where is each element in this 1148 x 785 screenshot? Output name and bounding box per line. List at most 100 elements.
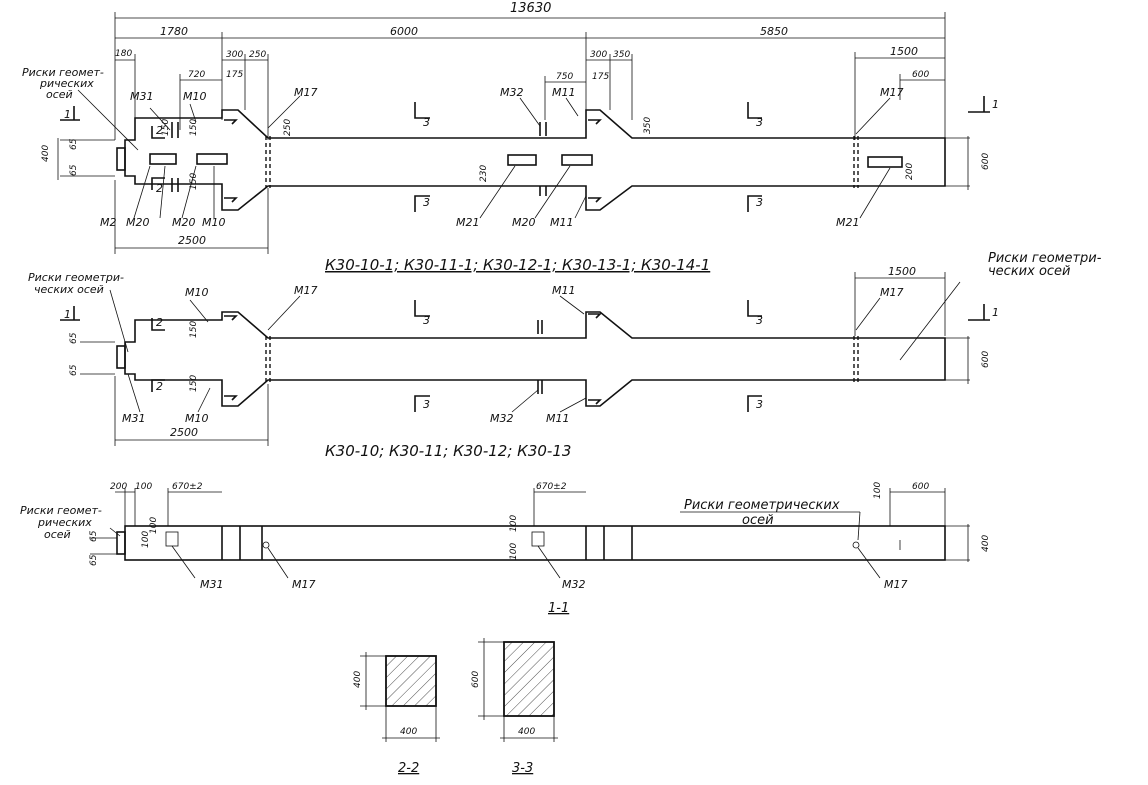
el-d65a: 65 bbox=[89, 530, 99, 542]
dim-300a: 300 bbox=[226, 50, 243, 60]
p1-M20a: М20 bbox=[126, 216, 150, 229]
s22-h: 400 bbox=[353, 671, 363, 688]
p2-caption: К30-10; К30-11; К30-12; К30-13 bbox=[325, 442, 571, 460]
plan1-beam-outline bbox=[57, 89, 990, 254]
el-d400: 400 bbox=[981, 535, 991, 552]
section-3-3 bbox=[478, 638, 558, 742]
p1-sec3-b: 3 bbox=[423, 196, 430, 209]
el-d200: 200 bbox=[110, 482, 127, 492]
p1-d65b: 65 bbox=[69, 164, 79, 176]
p1-d150c: 150 bbox=[189, 173, 199, 190]
el-d600: 600 bbox=[912, 482, 929, 492]
dim-250: 250 bbox=[249, 50, 266, 60]
p1-sec1-left: 1 bbox=[64, 108, 71, 121]
p1-d2500: 2500 bbox=[178, 234, 206, 247]
p2-riski-1: Риски геометри- bbox=[28, 271, 124, 284]
el-riski-r1: Риски геометрических bbox=[684, 498, 840, 513]
p2-M10b: М10 bbox=[185, 412, 209, 425]
dim-total: 13630 bbox=[510, 1, 551, 16]
p2-riski-2: ческих осей bbox=[34, 283, 104, 296]
p1-d230: 230 bbox=[479, 165, 489, 182]
p2-sec1-left: 1 bbox=[64, 308, 71, 321]
p2-sec3-c: 3 bbox=[756, 314, 763, 327]
p2-sec3-a: 3 bbox=[423, 314, 430, 327]
p1-M10a: М10 bbox=[183, 90, 207, 103]
el-riski-3: осей bbox=[44, 528, 71, 541]
p1-riski-2: рических bbox=[39, 77, 94, 90]
p1-M31: М31 bbox=[130, 90, 154, 103]
el-d100r: 100 bbox=[873, 482, 883, 499]
s33-w: 400 bbox=[518, 727, 535, 737]
s33-h: 600 bbox=[471, 671, 481, 688]
el-caption: 1-1 bbox=[548, 601, 569, 616]
p2-M32: М32 bbox=[490, 412, 514, 425]
el-d100: 100 bbox=[135, 482, 152, 492]
p1-d350: 350 bbox=[643, 117, 653, 134]
p1-M2: М2 bbox=[100, 216, 117, 229]
p2-d600: 600 bbox=[981, 351, 991, 368]
s33-caption: 3-3 bbox=[512, 761, 533, 776]
p2-M10a: М10 bbox=[185, 286, 209, 299]
p1-d250: 250 bbox=[283, 119, 293, 136]
el-d670b: 670±2 bbox=[536, 482, 567, 492]
p1-d150a: 150 bbox=[161, 119, 171, 136]
p1-sec3-c: 3 bbox=[756, 116, 763, 129]
dim-300b: 300 bbox=[590, 50, 607, 60]
p1-M20c: М20 bbox=[512, 216, 536, 229]
p2-M17b: М17 bbox=[880, 286, 904, 299]
p1-sec3-a: 3 bbox=[423, 116, 430, 129]
p1-sec3-d: 3 bbox=[756, 196, 763, 209]
p2-sec1-right: 1 bbox=[992, 306, 999, 319]
el-v100: 100 bbox=[141, 531, 151, 548]
p1-sec2-bot: 2 bbox=[156, 182, 163, 195]
p2-M11a: М11 bbox=[552, 284, 576, 297]
p1-d400: 400 bbox=[41, 145, 51, 162]
p2-riski-r1: Риски геометри- bbox=[988, 251, 1102, 266]
el-M31: М31 bbox=[200, 578, 224, 591]
el-d65b: 65 bbox=[89, 554, 99, 566]
p1-M11b: М11 bbox=[550, 216, 574, 229]
p2-M11b: М11 bbox=[546, 412, 570, 425]
dim-600: 600 bbox=[912, 70, 929, 80]
el-riski-1: Риски геомет- bbox=[20, 504, 102, 517]
p2-riski-r2: ческих осей bbox=[988, 264, 1071, 279]
s22-w: 400 bbox=[400, 727, 417, 737]
el-v100b: 100 bbox=[149, 517, 159, 534]
dim-350: 350 bbox=[613, 50, 630, 60]
p2-sec3-d: 3 bbox=[756, 398, 763, 411]
p2-sec2-top: 2 bbox=[156, 316, 163, 329]
p1-caption: К30-10-1; К30-11-1; К30-12-1; К30-13-1; … bbox=[325, 256, 710, 274]
p2-d150a: 150 bbox=[189, 321, 199, 338]
p1-M20b: М20 bbox=[172, 216, 196, 229]
dim-750: 750 bbox=[556, 72, 573, 82]
p1-M10b: М10 bbox=[202, 216, 226, 229]
dim-175a: 175 bbox=[226, 70, 243, 80]
p2-d150b: 150 bbox=[189, 375, 199, 392]
el-riski-r2: осей bbox=[742, 513, 774, 528]
p1-d150b: 150 bbox=[189, 119, 199, 136]
p2-sec2-bot: 2 bbox=[156, 380, 163, 393]
p2-d2500: 2500 bbox=[170, 426, 198, 439]
el-M32: М32 bbox=[562, 578, 586, 591]
s22-caption: 2-2 bbox=[398, 761, 419, 776]
el-M17a: М17 bbox=[292, 578, 316, 591]
p2-M17a: М17 bbox=[294, 284, 318, 297]
p2-d1500: 1500 bbox=[888, 265, 916, 278]
p1-M21b: М21 bbox=[836, 216, 860, 229]
p1-sec1-right: 1 bbox=[992, 98, 999, 111]
p2-sec3-b: 3 bbox=[423, 398, 430, 411]
p1-M11a: М11 bbox=[552, 86, 576, 99]
dim-180: 180 bbox=[115, 49, 132, 59]
dim-6000: 6000 bbox=[390, 25, 418, 38]
p2-M31: М31 bbox=[122, 412, 146, 425]
p1-M17a: М17 bbox=[294, 86, 318, 99]
dim-1500: 1500 bbox=[890, 45, 918, 58]
elevation-beam bbox=[90, 488, 970, 579]
el-v100d: 100 bbox=[509, 543, 519, 560]
p1-riski-3: осей bbox=[46, 88, 73, 101]
dim-720: 720 bbox=[188, 70, 205, 80]
dim-1780: 1780 bbox=[160, 25, 188, 38]
el-riski-2: рических bbox=[37, 516, 92, 529]
dim-175b: 175 bbox=[592, 72, 609, 82]
